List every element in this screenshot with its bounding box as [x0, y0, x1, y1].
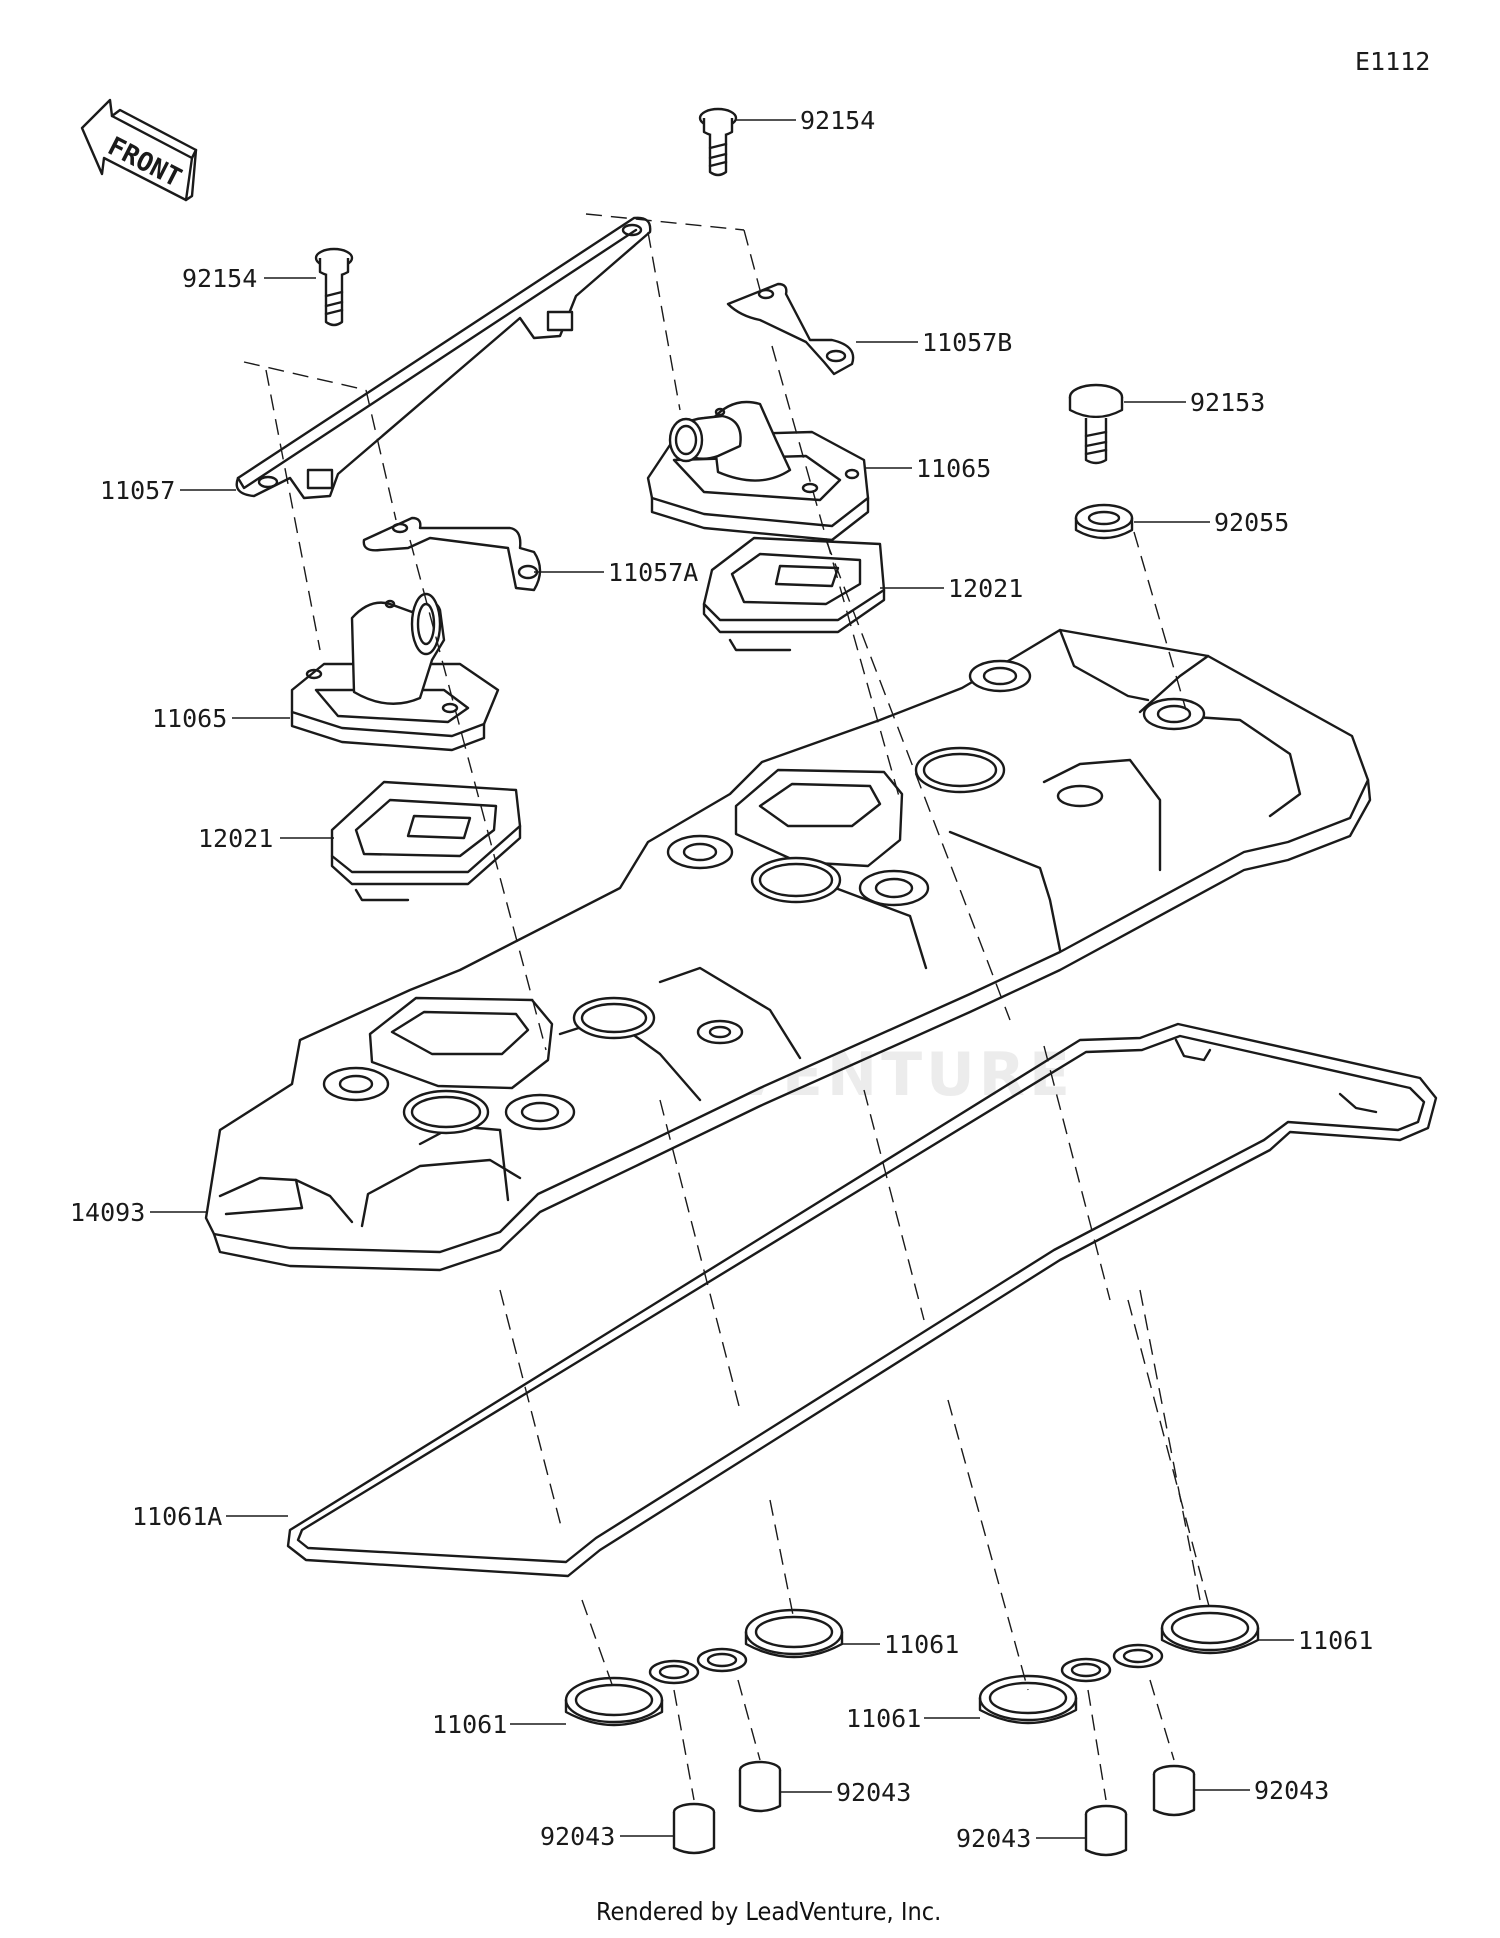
dowel-4-part: [1152, 1764, 1196, 1817]
footer-credit: Rendered by LeadVenture, Inc.: [596, 1897, 941, 1926]
dowel-1-part: [672, 1802, 716, 1855]
callout-bracket-left: 11057A: [608, 558, 698, 587]
callout-cover-left: 11065: [152, 704, 227, 733]
callout-head-gasket: 11061A: [132, 1502, 222, 1531]
plug-ring-2-part: [696, 1608, 844, 1673]
alignment-lines: [243, 213, 1211, 1801]
callout-dowel-2: 92043: [836, 1778, 911, 1807]
head-cover-part: [204, 628, 1372, 1272]
breather-gasket-left-part: [330, 780, 522, 902]
cap-bolt-part: [1068, 383, 1124, 465]
breather-cover-right-part: [646, 400, 870, 542]
callout-dowel-3: 92043: [956, 1824, 1031, 1853]
callout-ring-2: 11061: [884, 1630, 959, 1659]
callout-dowel-4: 92043: [1254, 1776, 1329, 1805]
bolt-upper-part: [698, 107, 738, 177]
dowel-3-part: [1084, 1804, 1128, 1857]
breather-cover-left-part: [290, 592, 500, 752]
plug-ring-4-part: [1112, 1604, 1260, 1669]
callout-cover-right: 11065: [916, 454, 991, 483]
callout-gasket-right: 12021: [948, 574, 1023, 603]
breather-gasket-right-part: [702, 536, 886, 652]
plug-ring-3-part: [978, 1657, 1112, 1725]
callout-labels: 92154 92154 11057B 92153 92055 11065 110…: [70, 106, 1373, 1853]
callout-dowel-1: 92043: [540, 1822, 615, 1851]
callout-seal-cap: 92055: [1214, 508, 1289, 537]
plug-ring-1-part: [564, 1659, 700, 1727]
callout-bolt-cap: 92153: [1190, 388, 1265, 417]
diagram-code: E1112: [1355, 47, 1430, 76]
callout-bolt-left: 92154: [182, 264, 257, 293]
callout-ring-4: 11061: [1298, 1626, 1373, 1655]
callout-head-cover: 14093: [70, 1198, 145, 1227]
head-gasket-part: [286, 1022, 1438, 1578]
bracket-left-part: [362, 516, 542, 592]
dowel-2-part: [738, 1760, 782, 1813]
callout-ring-1: 11061: [432, 1710, 507, 1739]
callout-gasket-left: 12021: [198, 824, 273, 853]
bolt-left-part: [314, 247, 354, 327]
bracket-right-part: [726, 282, 855, 376]
callout-bracket-main: 11057: [100, 476, 175, 505]
seal-washer-part: [1074, 503, 1134, 540]
callout-bracket-right: 11057B: [922, 328, 1012, 357]
callout-bolt-upper: 92154: [800, 106, 875, 135]
front-arrow-icon: FRONT: [80, 98, 198, 202]
leader-lines: [150, 119, 1294, 1839]
bracket-main-part: [235, 216, 652, 500]
callout-ring-3: 11061: [846, 1704, 921, 1733]
